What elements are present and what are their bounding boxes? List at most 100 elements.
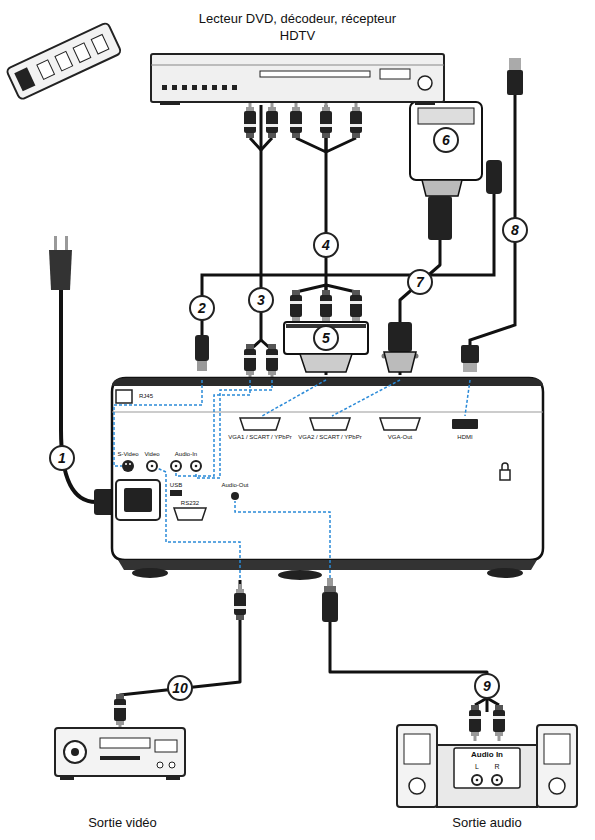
dvd-player-drawing bbox=[212, 85, 217, 90]
port-label: VGA-Out bbox=[388, 434, 412, 442]
dvd-player-drawing bbox=[162, 85, 237, 90]
projector-drawing bbox=[116, 390, 132, 403]
projector-drawing bbox=[196, 380, 272, 478]
callout-number: 7 bbox=[407, 269, 433, 295]
projector-drawing bbox=[125, 463, 127, 465]
dvd-player-drawing bbox=[182, 85, 187, 90]
s-video-cable bbox=[195, 160, 502, 371]
power-strip bbox=[6, 22, 122, 100]
projector-drawing bbox=[191, 461, 201, 471]
dvd-player: Lecteur DVD, décodeur, récepteur HDTV bbox=[150, 11, 445, 105]
rca-plug bbox=[234, 584, 246, 620]
rca-plug bbox=[114, 694, 126, 730]
speaker-set-drawing bbox=[454, 748, 520, 788]
port-label: VGA1 / SCART / YPbPr bbox=[228, 434, 291, 442]
speaker-set-drawing bbox=[492, 775, 502, 785]
speaker-set-drawing bbox=[472, 775, 482, 785]
callout-number: 8 bbox=[502, 217, 528, 243]
power-cord bbox=[54, 236, 57, 250]
power-cord bbox=[49, 250, 72, 290]
panel-label: Audio In bbox=[471, 750, 503, 760]
projector-drawing bbox=[112, 378, 543, 580]
projector-drawing bbox=[240, 418, 280, 430]
component-vga-adapter bbox=[300, 354, 352, 372]
dvd-player-drawing bbox=[162, 85, 167, 90]
dvd-player-drawing bbox=[202, 85, 207, 90]
video-source-drawing bbox=[64, 741, 86, 763]
video-source-drawing bbox=[55, 728, 185, 780]
s-video-cable bbox=[202, 194, 494, 335]
dvd-player-drawing bbox=[418, 76, 432, 90]
port-label: RS232 bbox=[181, 500, 199, 508]
vga-plug bbox=[382, 322, 419, 372]
power-strip bbox=[6, 22, 122, 100]
callout-number: 10 bbox=[167, 675, 193, 701]
projector-drawing bbox=[278, 570, 322, 580]
scart-adapter bbox=[422, 180, 462, 196]
rca-plug bbox=[244, 344, 256, 380]
projector-drawing bbox=[151, 465, 154, 468]
hdmi-cable bbox=[509, 58, 521, 70]
speaker-set-drawing bbox=[476, 779, 479, 782]
rca-plug bbox=[244, 102, 256, 138]
projector-drawing bbox=[116, 480, 160, 520]
s-video-cable bbox=[486, 160, 502, 194]
rca-cable-plugs bbox=[475, 698, 499, 705]
projector-drawing bbox=[112, 378, 543, 560]
scart-adapter bbox=[418, 108, 474, 124]
callout-number: 1 bbox=[49, 445, 75, 471]
device-caption: Lecteur DVD, décodeur, récepteur HDTV bbox=[195, 11, 400, 45]
projector-drawing bbox=[122, 460, 134, 472]
video-source-drawing bbox=[100, 756, 140, 760]
dvd-player-drawing bbox=[192, 85, 197, 90]
callout-number: 6 bbox=[433, 127, 459, 153]
video-source-drawing bbox=[155, 740, 177, 752]
projector-drawing bbox=[487, 568, 523, 578]
speaker-set-drawing bbox=[496, 779, 499, 782]
video-source-drawing bbox=[157, 762, 163, 768]
port-label: S-Video bbox=[117, 451, 138, 459]
projector-drawing bbox=[262, 380, 326, 416]
projector-drawing bbox=[171, 461, 181, 471]
projector-drawing bbox=[500, 470, 510, 480]
dvd-player-drawing bbox=[222, 85, 227, 90]
rca-plug bbox=[469, 705, 481, 741]
projector-drawing bbox=[380, 418, 420, 430]
rca-plug bbox=[290, 102, 302, 138]
rca-plug bbox=[290, 290, 302, 326]
dvd-player-drawing bbox=[150, 53, 445, 105]
audio-jack-plug bbox=[322, 592, 338, 622]
hdmi-cable bbox=[463, 363, 477, 372]
projector-drawing bbox=[174, 508, 206, 520]
audio-jack-plug bbox=[327, 578, 333, 586]
rca-plug bbox=[320, 102, 332, 138]
projector-drawing bbox=[114, 380, 202, 466]
rca-plug bbox=[320, 290, 332, 326]
projector-drawing bbox=[129, 463, 131, 465]
rca-plug bbox=[266, 344, 278, 380]
callout-number: 2 bbox=[189, 295, 215, 321]
projector-drawing bbox=[118, 560, 537, 570]
speaker-set-drawing bbox=[537, 725, 577, 807]
rca-cable-plugs bbox=[296, 138, 356, 152]
callout-number: 9 bbox=[474, 673, 500, 699]
port-label: Audio-Out bbox=[221, 482, 248, 490]
projector-drawing bbox=[124, 488, 152, 512]
dvd-player-drawing bbox=[151, 54, 444, 102]
video-source-drawing bbox=[169, 762, 175, 768]
projector-drawing bbox=[452, 419, 478, 429]
dvd-player-drawing bbox=[232, 85, 237, 90]
vga-plug bbox=[384, 352, 416, 372]
power-strip bbox=[73, 43, 91, 63]
dvd-player-drawing bbox=[151, 65, 444, 66]
projector-drawing bbox=[231, 492, 239, 500]
projector-drawing bbox=[147, 461, 157, 471]
audio-jack-plug bbox=[324, 586, 336, 592]
scart-adapter bbox=[428, 196, 452, 240]
cable bbox=[330, 580, 487, 712]
projector: RJ45S-VideoVideoAudio-InUSBRS232Audio-Ou… bbox=[110, 375, 545, 580]
speaker-set-drawing bbox=[544, 734, 570, 764]
projector-drawing bbox=[114, 380, 470, 578]
rca-plug bbox=[350, 290, 362, 326]
